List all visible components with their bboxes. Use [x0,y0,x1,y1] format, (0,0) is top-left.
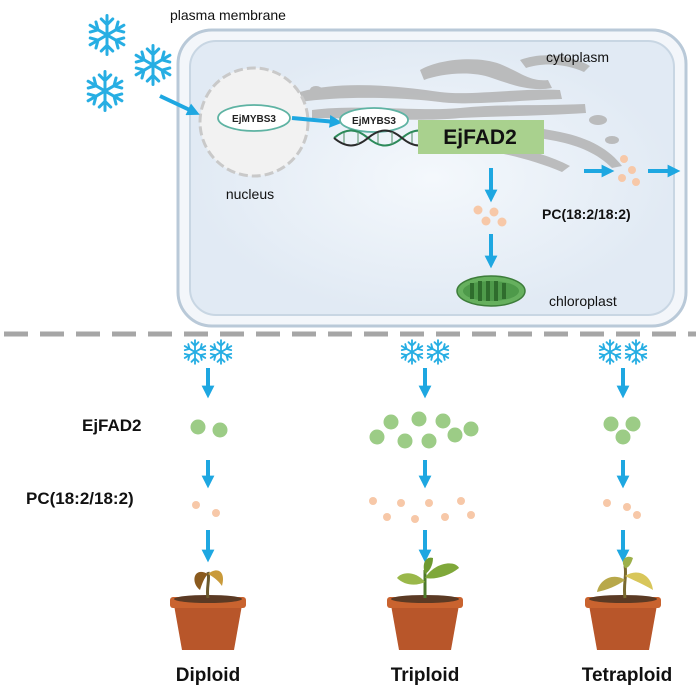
lipid-dot [397,499,405,507]
arrow-cold-to-nucleus [159,94,200,116]
arrow-tf-to-promoter [291,115,343,128]
gene-dot [397,433,413,449]
gene-dot [447,427,463,443]
gene-dot [421,433,437,449]
lipid-dots [603,499,641,519]
cytoplasm-label: cytoplasm [546,49,609,65]
gene-dot [369,429,385,445]
gene-dot [435,413,451,429]
gene-expression-dots [190,419,228,438]
nucleus-label: nucleus [226,186,274,202]
lipid-dot [212,509,220,517]
potted-plant-icon [585,556,661,650]
tf-label: EjMYBS3 [232,114,276,125]
tf-ellipse [217,104,291,132]
snowflake-icon [598,339,622,365]
snowflake-icon [624,339,648,365]
row-label-lipid: PC(18:2/18:2) [26,489,134,508]
gene-dot [411,411,427,427]
tf-bound-ellipse [339,107,409,133]
cold-stimulus [86,13,172,113]
snowflake-icon [426,339,450,365]
gene-dot [212,422,228,438]
lipid-label: PC(18:2/18:2) [542,206,631,222]
gene-label: EjFAD2 [443,126,517,149]
lipid-dot [489,207,499,217]
lipid-dot [618,174,626,182]
chloroplast [456,275,526,307]
row-label-gene: EjFAD2 [82,416,142,435]
snowflake-icon [88,13,126,57]
lipid-dot [411,515,419,523]
gene-dot [383,414,399,430]
chloroplast-label: chloroplast [549,293,617,309]
gene-dot [190,419,206,435]
gene-expression-dots [369,411,479,449]
lipid-dot [620,155,628,163]
lipid-dots [369,497,475,523]
column-triploid: Triploid [369,339,479,686]
tf-bound-label: EjMYBS3 [352,116,396,127]
lipid-export-cluster [618,155,640,186]
lipid-dot [383,513,391,521]
gene-dot [603,416,619,432]
lipid-dot [497,217,507,227]
ploidy-columns: Diploid Triploid Tetraploid [170,339,672,686]
snowflake-icon [134,43,172,87]
gene-dot [615,429,631,445]
lipid-dot [369,497,377,505]
lipid-dot [425,499,433,507]
gene-dot [625,416,641,432]
snowflake-icon [209,339,233,365]
lipid-dot [603,499,611,507]
snowflake-icon [86,69,124,113]
lipid-dot [623,503,631,511]
nucleus: EjMYBS3 [198,66,310,178]
column-tetraploid: Tetraploid [582,339,672,686]
lipid-dot [632,178,640,186]
column-diploid: Diploid [170,339,246,686]
lipid-dot [633,511,641,519]
plasma-membrane-label: plasma membrane [170,7,286,23]
snowflake-icon [400,339,424,365]
lipid-dot [473,205,483,215]
lipid-dots [192,501,220,517]
gene-box [418,120,544,154]
lipid-dot [467,511,475,519]
lipid-dot [457,497,465,505]
ploidy-label: Diploid [176,665,240,686]
lipid-cluster [473,205,507,227]
lipid-dot [192,501,200,509]
gene-expression-dots [603,416,641,445]
gene-dot [463,421,479,437]
ploidy-label: Tetraploid [582,665,672,686]
potted-plant-icon [170,570,246,650]
ploidy-label: Triploid [391,665,460,686]
lipid-dot [628,166,636,174]
potted-plant-icon [387,557,463,650]
snowflake-icon [183,339,207,365]
lipid-dot [481,216,491,226]
lipid-dot [441,513,449,521]
